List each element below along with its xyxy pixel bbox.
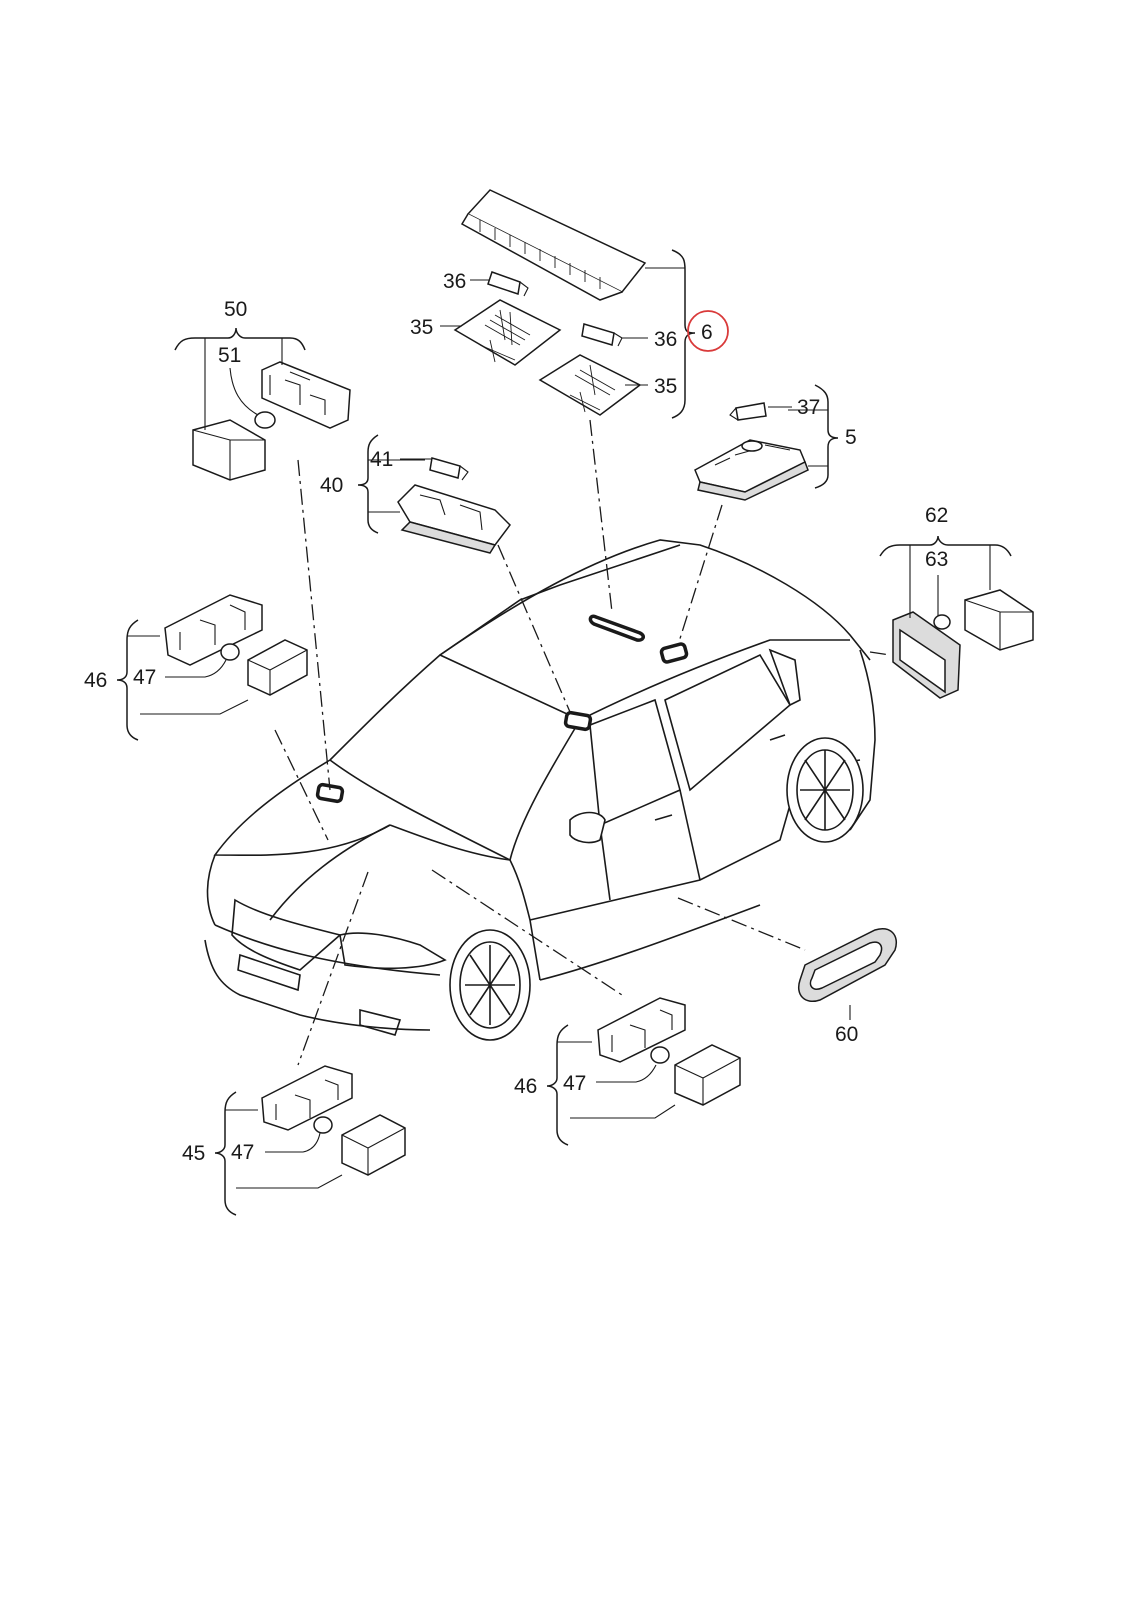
callout-47: 47 [133, 666, 156, 689]
callout-36: 36 [443, 270, 466, 293]
car-illustration [204, 539, 876, 1041]
part-62-light-unit [892, 589, 1034, 699]
leader-lines [165, 279, 939, 1153]
callout-50: 50 [224, 298, 247, 321]
callout-6: 6 [701, 321, 713, 344]
part-40-light-housing [397, 457, 511, 554]
callout-63: 63 [925, 548, 948, 571]
location-lines [274, 419, 891, 1066]
callout-37: 37 [797, 396, 820, 419]
callout-60: 60 [835, 1023, 858, 1046]
highlight-circle [687, 310, 729, 352]
part-5-light-unit [694, 402, 809, 501]
callout-labels: 36 35 36 35 6 37 5 41 40 50 51 62 63 46 … [84, 270, 948, 1165]
part-45-light-unit [261, 1065, 406, 1176]
callout-45: 45 [182, 1142, 205, 1165]
part-60-door-light [798, 928, 897, 1002]
part-46-light-unit-right [597, 997, 741, 1106]
callout-62: 62 [925, 504, 948, 527]
callout-41: 41 [370, 448, 393, 471]
callout-47: 47 [563, 1072, 586, 1095]
part-46-light-unit-left [164, 594, 308, 696]
part-6-light-assembly [453, 189, 647, 416]
callout-5: 5 [845, 426, 857, 449]
part-50-light-unit [192, 361, 351, 481]
callout-40: 40 [320, 474, 343, 497]
callout-46: 46 [84, 669, 107, 692]
callout-46: 46 [514, 1075, 537, 1098]
callout-35: 35 [410, 316, 433, 339]
callout-brackets [116, 249, 1012, 1216]
callout-47: 47 [231, 1141, 254, 1164]
callout-35: 35 [654, 375, 677, 398]
callout-51: 51 [218, 344, 241, 367]
callout-36: 36 [654, 328, 677, 351]
